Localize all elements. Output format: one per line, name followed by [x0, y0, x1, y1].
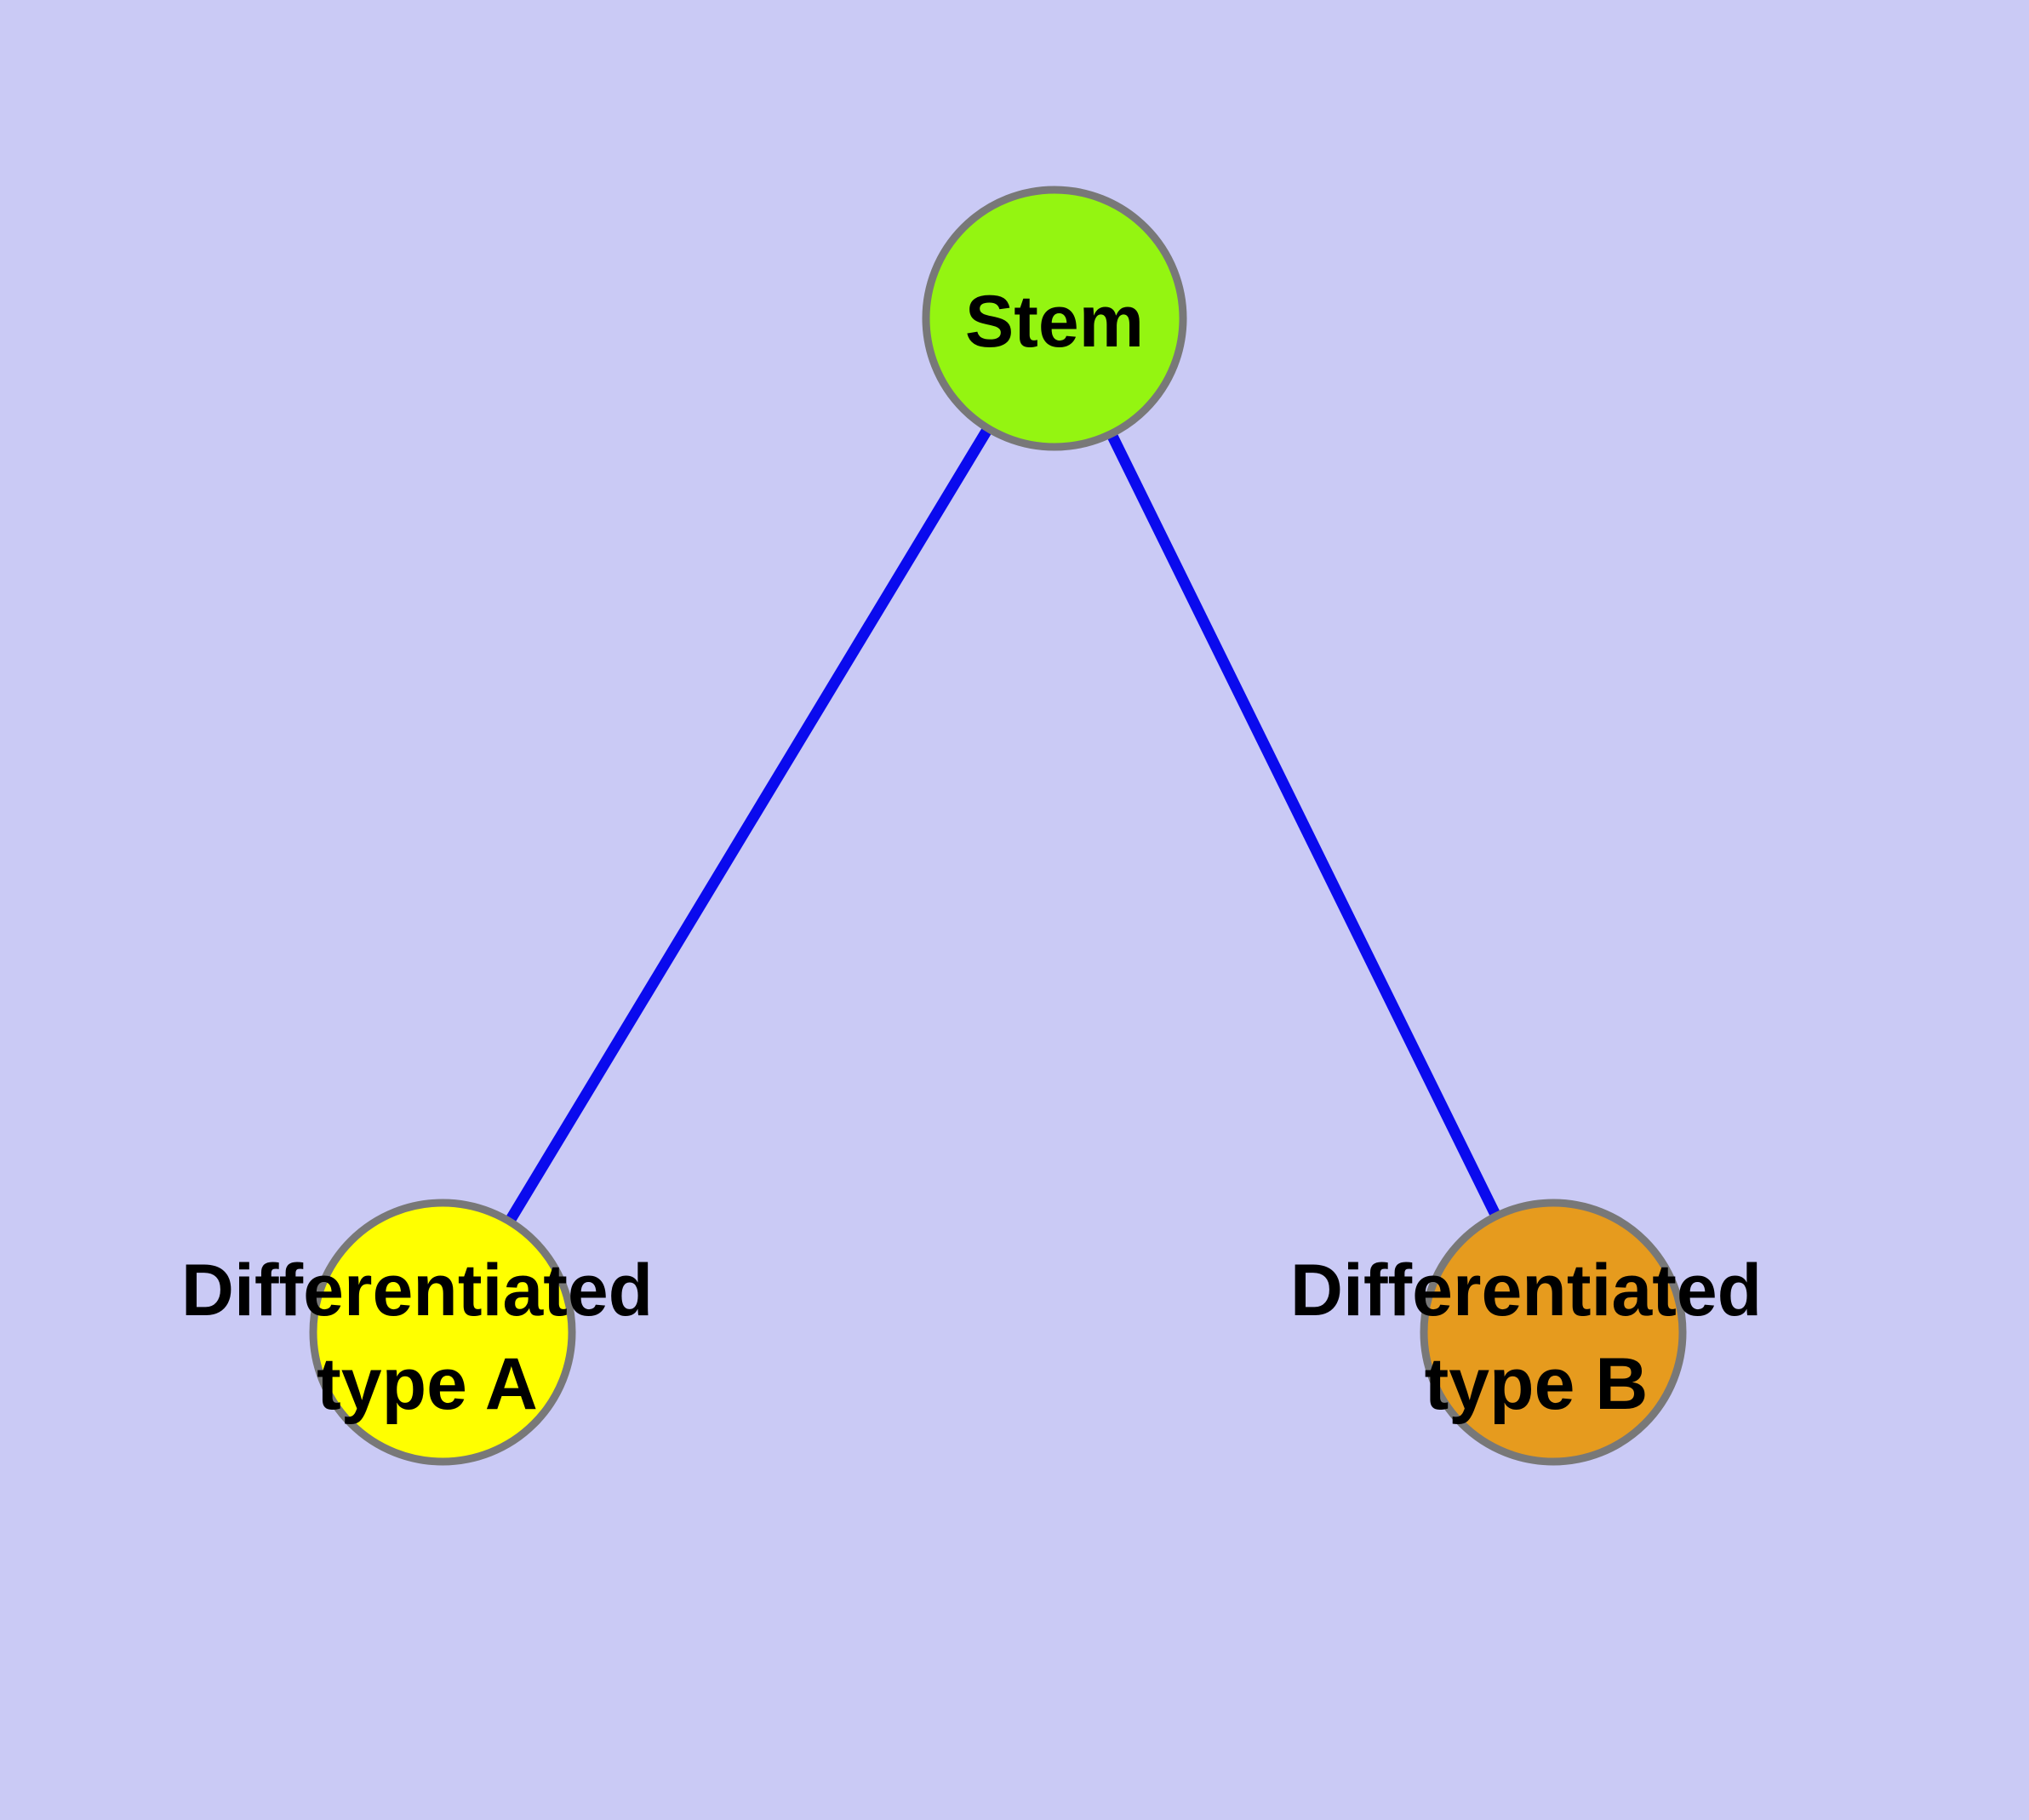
differentiated-type-a-node-label: Differentiated type A	[181, 1250, 673, 1425]
stem-node-label: Stem	[965, 281, 1144, 363]
type-b-label-line-1: Differentiated	[1290, 1250, 1762, 1331]
type-b-label-line-2: type B	[1425, 1343, 1649, 1425]
stem-node	[922, 186, 1187, 451]
edge-stem-to-type-a	[437, 315, 1060, 1336]
differentiated-type-a-node	[309, 1199, 576, 1466]
type-a-label-line-2: type A	[317, 1343, 538, 1425]
type-a-label-line-1: Differentiated	[181, 1250, 653, 1331]
edge-stem-to-type-b	[1049, 316, 1558, 1335]
differentiated-type-b-node	[1420, 1199, 1687, 1466]
differentiated-type-b-node-label: Differentiated type B	[1290, 1250, 1782, 1425]
